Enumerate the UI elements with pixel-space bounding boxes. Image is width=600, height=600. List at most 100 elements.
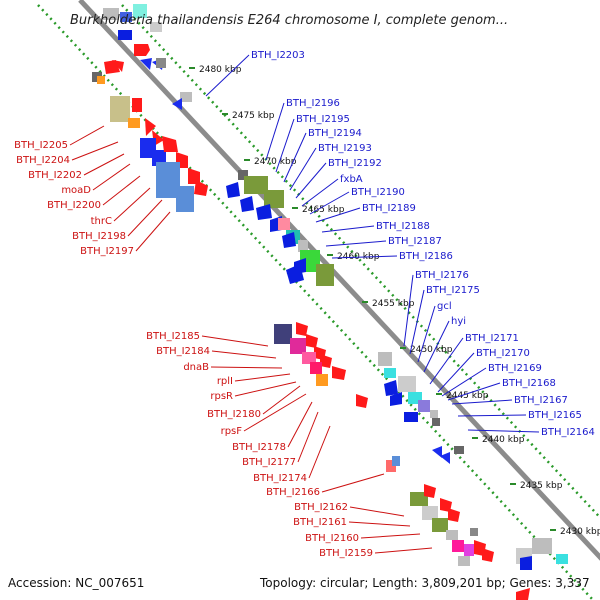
gene-feature (264, 190, 284, 208)
label-leader-line (211, 350, 277, 359)
gene-feature (432, 518, 448, 532)
gene-label-left: BTH_I2174 (253, 473, 307, 484)
label-leader-line (348, 521, 411, 527)
gene-label-right: BTH_I2171 (465, 333, 519, 344)
gene-feature (320, 354, 332, 368)
label-leader-line (325, 240, 387, 247)
topology-text: Topology: circular; Length: 3,809,201 bp… (259, 576, 590, 590)
label-leader-line (127, 199, 163, 237)
gene-feature (120, 12, 132, 22)
gene-features (92, 4, 568, 600)
gene-feature (256, 204, 272, 220)
kbp-tick-label: 2480 kbp (199, 65, 242, 75)
label-leader-line (447, 382, 501, 401)
gene-feature (316, 264, 334, 286)
gene-feature (384, 380, 398, 396)
gene-feature (150, 22, 162, 32)
label-leader-line (295, 162, 327, 199)
gene-label-right: BTH_I2194 (308, 128, 362, 139)
label-leader-line (69, 125, 105, 146)
gene-label-left: BTH_I2180 (207, 409, 261, 420)
gene-feature (532, 538, 552, 554)
label-leader-line (321, 473, 385, 493)
gene-feature (404, 412, 418, 422)
gene-label-right: hyi (451, 316, 466, 327)
gene-label-left: BTH_I2198 (72, 231, 126, 242)
gene-label-right: BTH_I2188 (376, 221, 430, 232)
gene-label-right: BTH_I2203 (251, 50, 305, 61)
gene-label-right: BTH_I2196 (286, 98, 340, 109)
gene-label-right: BTH_I2195 (296, 114, 350, 125)
gene-label-right: BTH_I2168 (502, 378, 556, 389)
kbp-tick-label: 2430 kbp (560, 527, 600, 537)
gene-feature (520, 556, 532, 570)
gene-feature (418, 400, 430, 412)
gene-feature (316, 374, 328, 386)
kbp-tick-label: 2455 kbp (372, 299, 415, 309)
gene-feature (384, 368, 396, 378)
gene-label-left: BTH_I2177 (242, 457, 296, 468)
gene-label-left: BTH_I2204 (16, 155, 70, 166)
label-leader-line (113, 187, 151, 222)
label-leader-line (297, 411, 319, 463)
label-leader-line (234, 373, 291, 382)
label-leader-line (83, 153, 125, 176)
label-leader-line (71, 141, 119, 161)
label-leader-line (429, 337, 464, 385)
label-leader-line (467, 429, 540, 433)
label-leader-line (309, 191, 350, 215)
gene-label-right: BTH_I2175 (426, 285, 480, 296)
gene-label-left: BTH_I2200 (47, 200, 101, 211)
gene-feature (296, 322, 308, 336)
gene-label-left: BTH_I2202 (28, 170, 82, 181)
gene-label-left: rplI (217, 376, 233, 387)
gene-feature (410, 492, 428, 506)
gene-feature (306, 334, 318, 348)
label-leader-line (243, 393, 307, 432)
gene-feature (226, 182, 240, 198)
label-leader-line (201, 335, 269, 347)
gene-label-right: fxbA (340, 174, 363, 185)
accession-text: Accession: NC_007651 (8, 576, 144, 590)
gene-feature (556, 554, 568, 564)
genome-title: Burkholderia thailandensis E264 chromoso… (70, 13, 508, 28)
label-leader-line (265, 102, 285, 161)
dotted-guides (37, 4, 600, 600)
gene-feature (430, 410, 438, 418)
gene-label-right: gcl (437, 301, 452, 312)
gene-feature (458, 556, 470, 566)
kbp-tick-label: 2435 kbp (520, 481, 563, 491)
gene-feature (432, 446, 442, 458)
gene-feature (97, 76, 105, 84)
gene-feature (180, 92, 192, 102)
label-leader-line (210, 366, 283, 369)
label-leader-line (205, 54, 250, 97)
gene-label-right: BTH_I2190 (351, 187, 405, 198)
gene-label-right: BTH_I2165 (528, 410, 582, 421)
gene-feature (432, 418, 440, 426)
label-leader-line (308, 425, 331, 479)
label-leader-line (135, 211, 171, 252)
gene-feature (172, 98, 182, 110)
gene-feature (386, 460, 396, 472)
gene-label-left: dnaB (183, 362, 209, 373)
gene-label-right: BTH_I2164 (541, 427, 595, 438)
gene-feature (440, 452, 450, 464)
gene-feature (390, 392, 402, 406)
gene-feature (398, 376, 416, 392)
gene-feature (194, 180, 208, 196)
gene-label-right: BTH_I2187 (388, 236, 442, 247)
gene-feature (133, 4, 147, 18)
kbp-tick-label: 2450 kbp (410, 345, 453, 355)
kbp-tick-label: 2445 kbp (446, 391, 489, 401)
gene-feature (448, 508, 460, 522)
label-leader-line (441, 367, 487, 397)
gene-label-right: BTH_I2193 (318, 143, 372, 154)
gene-label-left: BTH_I2178 (232, 442, 286, 453)
gene-feature (176, 186, 194, 212)
gene-feature (298, 240, 308, 252)
gene-feature (452, 540, 464, 552)
label-leader-line (92, 163, 131, 191)
label-leader-line (409, 289, 425, 355)
